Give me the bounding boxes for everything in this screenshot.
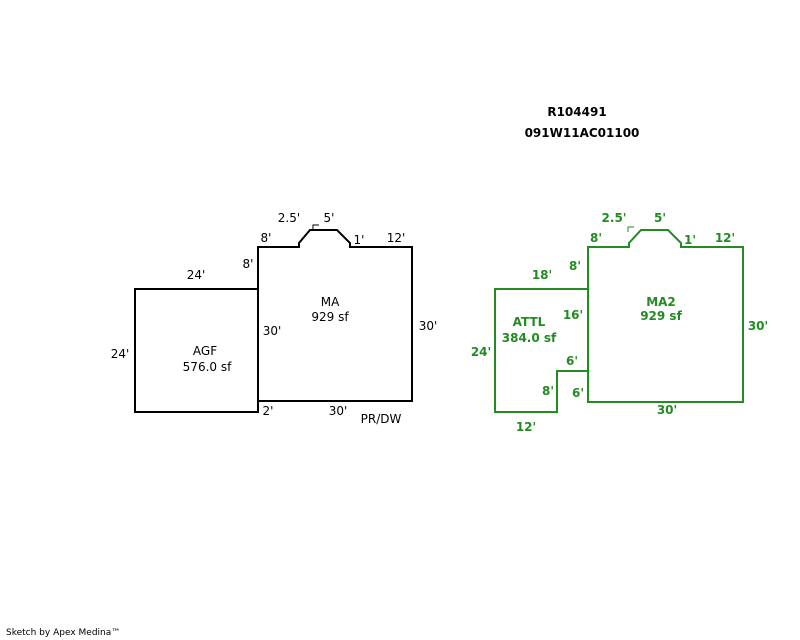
ma2-dim-5: 5': [654, 211, 666, 225]
ma-dim-30-bottom: 30': [329, 404, 348, 418]
ma-dim-8-side: 8': [243, 257, 254, 271]
ma-dim-1: 1': [354, 233, 365, 247]
attl-dim-18: 18': [532, 268, 552, 282]
ma2-dim-12: 12': [715, 231, 735, 245]
ma2-outline: [587, 229, 744, 403]
ma-dim-12: 12': [387, 231, 406, 245]
right-sketch: ATTL 384.0 sf 18' 24' 16' 6' 6' 8' 12' M…: [471, 211, 768, 434]
parcel-id: R104491: [547, 105, 606, 119]
attl-dim-12: 12': [516, 420, 536, 434]
attl-label: ATTL: [513, 315, 546, 329]
ma-dim-2-5: 2.5': [278, 211, 300, 225]
ma-outline: [257, 229, 413, 412]
attl-outline: [494, 288, 588, 413]
ma2-area: 929 sf: [640, 309, 682, 323]
left-sketch: AGF 576.0 sf 24' 24' MA 929 sf 2.5' 5' 1…: [111, 211, 438, 426]
ma-dim-2: 2': [263, 404, 274, 418]
ma2-dim-2-5: 2.5': [602, 211, 627, 225]
agf-label: AGF: [193, 344, 217, 358]
corner-marker-2: [627, 226, 634, 232]
agf-dim-side: 24': [111, 347, 130, 361]
ma2-dim-1: 1': [684, 233, 696, 247]
ma-dim-8-top: 8': [261, 231, 272, 245]
ma2-label: MA2: [646, 295, 676, 309]
attl-dim-24: 24': [471, 345, 491, 359]
attl-dim-6-bottom: 6': [572, 386, 584, 400]
agf-area: 576.0 sf: [183, 360, 232, 374]
ma-label: MA: [321, 295, 340, 309]
agf-dim-top: 24': [187, 268, 206, 282]
ma2-dim-30-right: 30': [748, 319, 768, 333]
ma2-dim-8-side: 8': [569, 259, 581, 273]
attl-area: 384.0 sf: [502, 331, 557, 345]
attl-dim-6-top: 6': [566, 354, 578, 368]
attl-dim-8: 8': [542, 384, 554, 398]
attl-dim-16: 16': [563, 308, 583, 322]
footer-credit: Sketch by Apex Medina™: [6, 628, 121, 638]
ma-dim-30-right: 30': [419, 319, 438, 333]
ma-area: 929 sf: [311, 310, 349, 324]
ma-dim-5: 5': [324, 211, 335, 225]
ma-dim-30-left: 30': [263, 324, 282, 338]
ma2-dim-30-bottom: 30': [657, 403, 677, 417]
corner-marker: [312, 224, 319, 230]
map-number: 091W11AC01100: [525, 126, 640, 140]
agf-outline: [134, 288, 259, 413]
pr-dw-note: PR/DW: [361, 412, 402, 426]
ma2-dim-8-top: 8': [590, 231, 602, 245]
